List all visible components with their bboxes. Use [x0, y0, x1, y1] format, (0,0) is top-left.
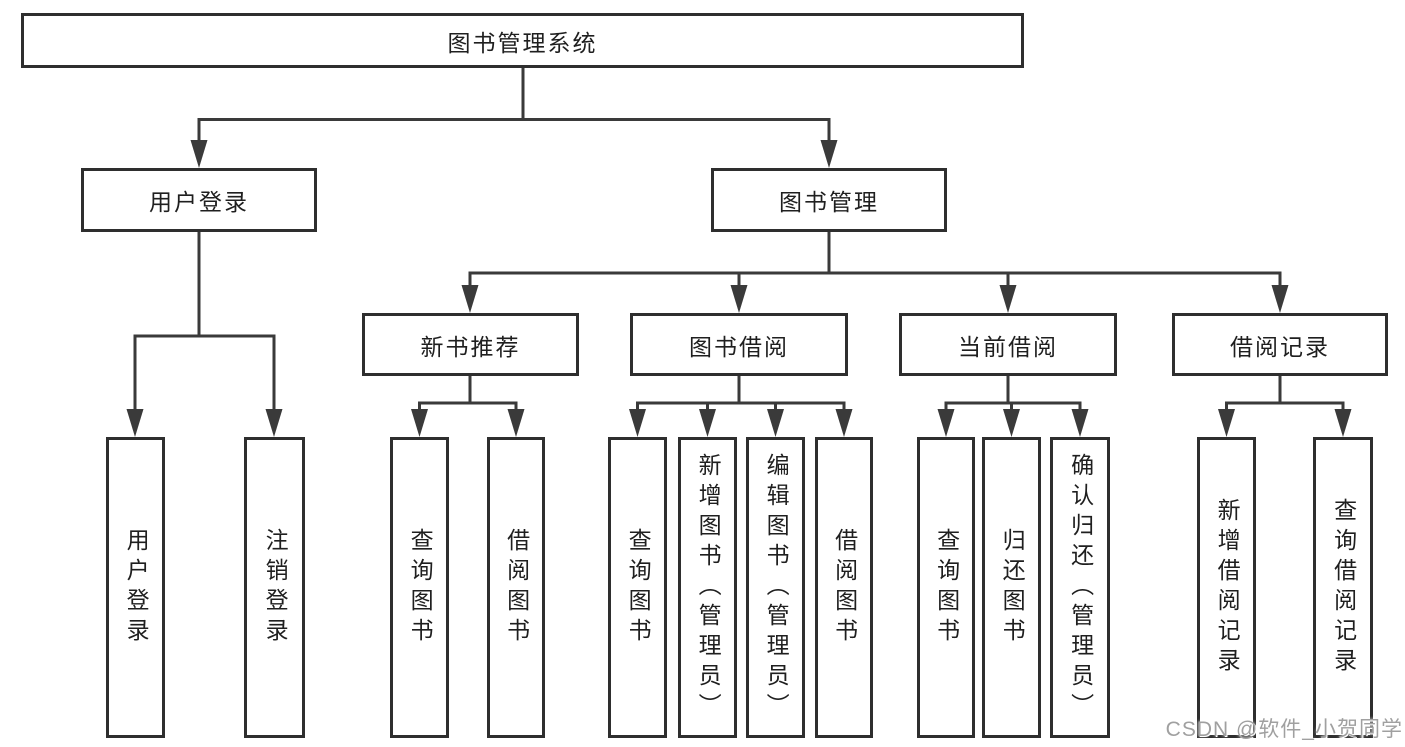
leaf-borrowing-borrow-books: 借阅图书: [815, 437, 873, 738]
leaf-recommend-search-books-label: 查询图书: [407, 527, 434, 648]
leaf-current-search-books-label: 查询图书: [933, 527, 960, 648]
node-new-book-recommendation: 新书推荐: [362, 313, 579, 376]
leaf-add-borrow-record: 新增借阅记录: [1197, 437, 1256, 738]
leaf-search-borrow-record: 查询借阅记录: [1313, 437, 1373, 738]
connector-root-to-level2: [190, 68, 838, 168]
node-library-system: 图书管理系统: [21, 13, 1024, 68]
leaf-edit-book-admin-label: 编辑图书（管理员）: [763, 452, 790, 723]
node-book-management: 图书管理: [711, 168, 947, 232]
leaf-return-books-label: 归还图书: [999, 527, 1026, 648]
connector-module-recommend-children: [411, 376, 525, 437]
leaf-recommend-search-books: 查询图书: [390, 437, 449, 738]
leaf-add-book-admin-label: 新增图书（管理员）: [695, 452, 722, 723]
leaf-recommend-borrow-books-label: 借阅图书: [503, 527, 530, 648]
leaf-user-login-label: 用户登录: [123, 527, 150, 648]
leaf-add-book-admin: 新增图书（管理员）: [678, 437, 737, 738]
leaf-edit-book-admin: 编辑图书（管理员）: [746, 437, 805, 738]
connector-module-records-children: [1218, 376, 1352, 437]
node-user-login-label: 用户登录: [149, 189, 249, 215]
leaf-borrowing-search-books: 查询图书: [608, 437, 667, 738]
leaf-confirm-return-admin: 确认归还（管理员）: [1050, 437, 1110, 738]
leaf-user-login: 用户登录: [106, 437, 165, 738]
leaf-borrowing-borrow-books-label: 借阅图书: [831, 527, 858, 648]
node-book-borrowing-label: 图书借阅: [689, 333, 789, 360]
node-library-system-label: 图书管理系统: [447, 29, 598, 56]
leaf-recommend-borrow-books: 借阅图书: [487, 437, 545, 738]
node-new-book-recommendation-label: 新书推荐: [420, 333, 521, 360]
node-book-management-label: 图书管理: [779, 189, 879, 215]
leaf-add-borrow-record-label: 新增借阅记录: [1214, 497, 1241, 678]
leaf-return-books: 归还图书: [982, 437, 1041, 738]
leaf-logout: 注销登录: [244, 437, 305, 738]
connector-module-current-children: [937, 376, 1089, 437]
leaf-search-borrow-record-label: 查询借阅记录: [1330, 497, 1357, 678]
node-current-borrowing: 当前借阅: [899, 313, 1117, 376]
node-book-borrowing: 图书借阅: [630, 313, 848, 376]
leaf-confirm-return-admin-label: 确认归还（管理员）: [1067, 452, 1094, 723]
leaf-borrowing-search-books-label: 查询图书: [625, 527, 652, 648]
node-borrowing-records-label: 借阅记录: [1230, 333, 1330, 360]
leaf-logout-label: 注销登录: [262, 527, 289, 648]
connector-module-borrow-children: [629, 376, 853, 437]
node-current-borrowing-label: 当前借阅: [958, 333, 1058, 360]
node-borrowing-records: 借阅记录: [1172, 313, 1388, 376]
connector-management-to-modules: [461, 232, 1289, 313]
csdn-watermark: CSDN @软件_小贺同学: [1165, 718, 1403, 741]
connector-login-children: [126, 232, 283, 437]
leaf-current-search-books: 查询图书: [917, 437, 975, 738]
node-user-login: 用户登录: [81, 168, 317, 232]
